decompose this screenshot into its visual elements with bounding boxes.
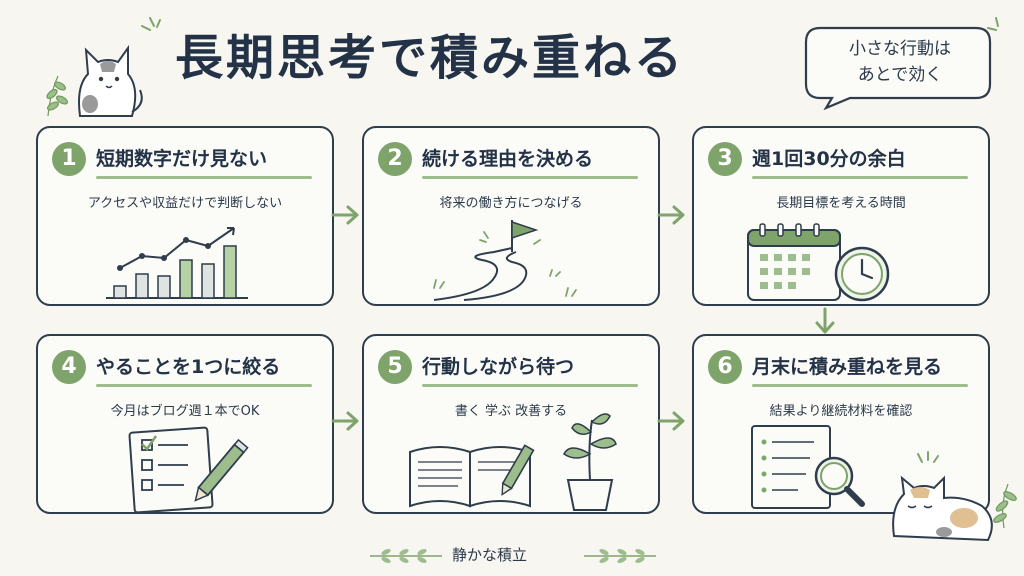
heading-underline [96, 384, 312, 387]
step-description: 今月はブログ週１本でOK [110, 404, 260, 419]
step-card-1: 1 短期数字だけ見ない アクセスや収益だけで判断しない [36, 126, 334, 306]
step-heading: 月末に積み重ねを見る [752, 356, 943, 378]
heading-underline [96, 176, 312, 179]
step-card-4: 4 やることを1つに絞る 今月はブログ週１本でOK [36, 334, 334, 514]
sparkle-icon [917, 451, 939, 463]
step-number: 2 [378, 142, 412, 176]
winding-path-flag-icon [433, 220, 577, 301]
sparkle-icon [141, 17, 161, 31]
step-card-5: 5 行動しながら待つ 書く 学ぶ 改善する [362, 334, 660, 514]
sparkle-icon [987, 17, 999, 31]
sprout-pot-icon [563, 413, 617, 511]
arrow-right-icon [657, 411, 685, 431]
heading-underline [752, 384, 968, 387]
step-description: 書く 学ぶ 改善する [454, 404, 568, 419]
open-book-pencil-icon [409, 444, 535, 508]
step-heading: 短期数字だけ見ない [96, 148, 268, 170]
calendar-clock-icon [747, 223, 890, 302]
step-heading: 週1回30分の余白 [752, 148, 906, 170]
step-description: アクセスや収益だけで判断しない [87, 196, 283, 211]
checklist-pencil-icon [128, 426, 249, 512]
page-title: 長期思考で積み重ねる [175, 30, 686, 86]
arrow-right-icon [657, 205, 685, 225]
step-heading: 行動しながら待つ [422, 356, 575, 378]
leaf-icon [993, 483, 1017, 529]
step-card-3: 3 週1回30分の余白 長期目標を考える時間 [692, 126, 990, 306]
bubble-line-1: 小さな行動は [849, 39, 951, 59]
leaf-icon [46, 75, 69, 117]
step-heading: 続ける理由を決める [422, 148, 594, 170]
bubble-text: 小さな行動は あとで効く [820, 36, 980, 88]
step-description: 長期目標を考える時間 [776, 196, 906, 211]
arrow-down-icon [815, 307, 835, 334]
arrow-right-icon [331, 411, 359, 431]
heading-underline [422, 384, 638, 387]
step-description: 結果より継続材料を確認 [769, 404, 913, 419]
footer-caption: 静かな積立 [452, 546, 528, 564]
laurel-icon [370, 548, 442, 564]
step-number: 5 [378, 350, 412, 384]
laurel-icon [584, 548, 656, 564]
rising-bar-chart-icon [106, 227, 248, 299]
bubble-line-2: あとで効く [857, 65, 943, 85]
arrow-right-icon [331, 205, 359, 225]
cat-icon [46, 44, 143, 117]
heading-underline [422, 176, 638, 179]
step-number: 4 [52, 350, 86, 384]
step-description: 将来の働き方につなげる [439, 196, 583, 211]
step-number: 3 [708, 142, 742, 176]
sleeping-cat-icon [892, 451, 1017, 542]
step-number: 6 [708, 350, 742, 384]
step-number: 1 [52, 142, 86, 176]
step-card-2: 2 続ける理由を決める 将来の働き方につなげる [362, 126, 660, 306]
heading-underline [752, 176, 968, 179]
step-heading: やることを1つに絞る [96, 356, 281, 378]
report-magnifier-icon [751, 425, 865, 509]
speech-bubble [804, 26, 992, 110]
